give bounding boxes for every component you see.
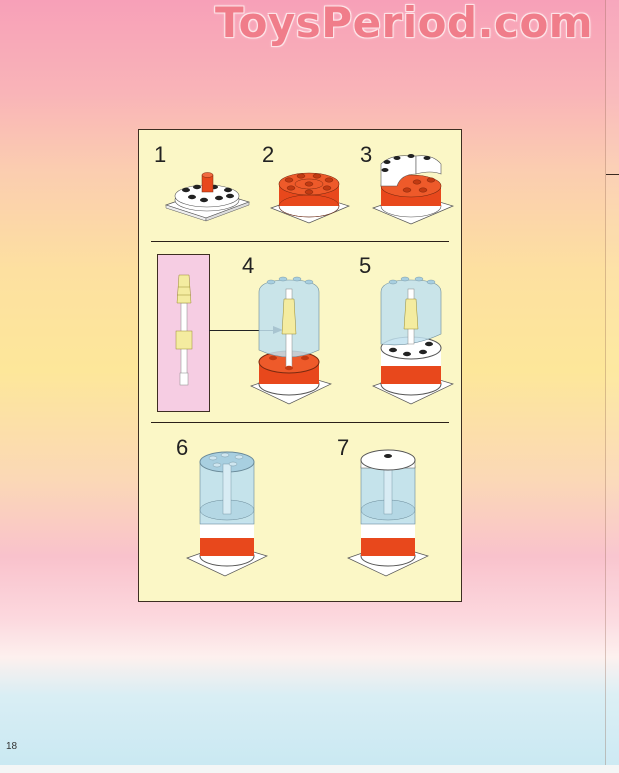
page-fold-line [605,0,606,773]
step-5-illustration [372,276,454,405]
step-1-illustration [164,172,251,222]
step-2-illustration [269,172,351,224]
fold-tick-mark [606,174,619,175]
rod-sub-assembly-illustration [175,274,193,386]
row-divider-1 [151,241,449,242]
sub-assembly-box [157,254,210,412]
step-4-illustration [250,276,332,405]
step-number-7: 7 [337,435,350,460]
step-number-5: 5 [359,253,372,278]
row-divider-2 [151,422,449,423]
step-number-6: 6 [176,435,189,460]
step-number-2: 2 [262,142,275,167]
arrow-line [209,330,279,331]
step-number-1: 1 [154,142,167,167]
step-7-illustration [347,449,429,577]
step-6-illustration [186,451,268,577]
page-bottom-edge [0,765,619,773]
step-number-4: 4 [242,253,255,278]
step-number-3: 3 [360,142,373,167]
step-3-illustration [372,154,455,225]
page-right-margin [606,0,619,773]
instructions-panel: 1 2 3 [138,129,462,602]
watermark: ToysPeriod.com [215,0,594,47]
page-number: 18 [6,741,18,752]
